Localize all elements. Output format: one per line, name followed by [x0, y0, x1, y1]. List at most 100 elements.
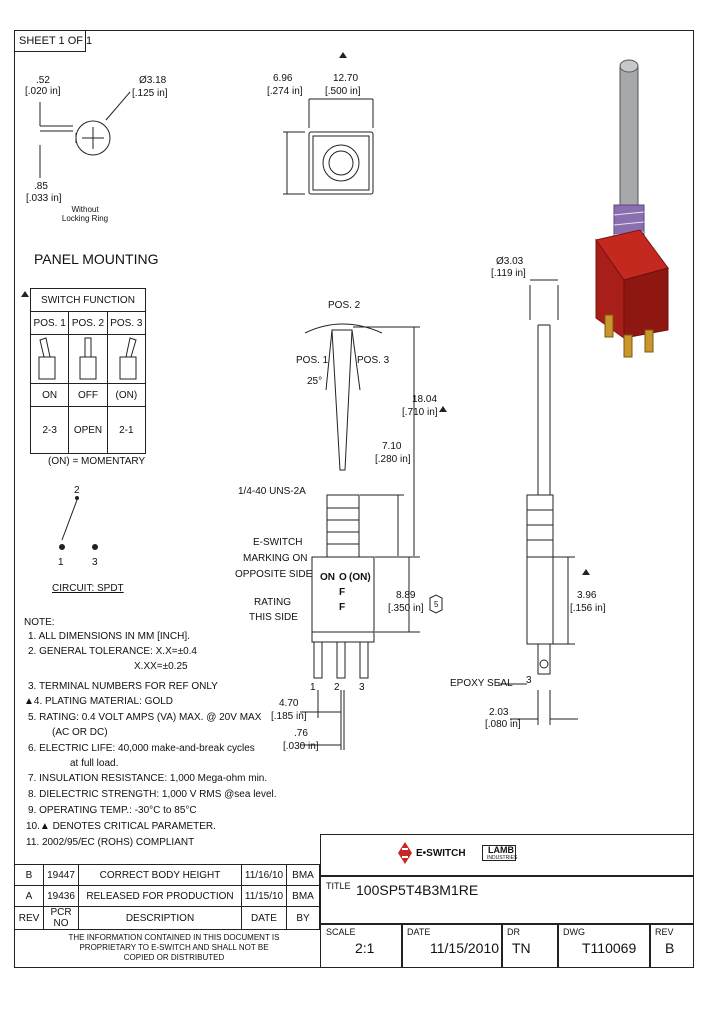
sheet-label: SHEET 1 OF 1	[19, 35, 93, 47]
dim-b: Ø3.18	[139, 75, 167, 86]
note-line: at full load.	[70, 758, 119, 769]
note-line: 10.▲ DENOTES CRITICAL PARAMETER.	[26, 821, 216, 832]
note-line: 5. RATING: 0.4 VOLT AMPS (VA) MAX. @ 20V…	[28, 712, 262, 723]
dim-height: 18.04	[412, 394, 438, 405]
rev-header: BY	[286, 906, 320, 930]
rev-cell: 11/15/10	[241, 885, 287, 907]
dim-a: .52	[36, 75, 50, 86]
scale-label: SCALE	[326, 927, 356, 937]
sheet-box	[14, 30, 86, 52]
rev-cell: CORRECT BODY HEIGHT	[78, 864, 242, 886]
notes-title: NOTE:	[24, 617, 55, 628]
rev-value: B	[665, 940, 675, 956]
note-line: 7. INSULATION RESISTANCE: 1,000 Mega-ohm…	[28, 773, 268, 784]
rev-cell: 11/16/10	[241, 864, 287, 886]
thread-label: 1/4-40 UNS-2A	[238, 486, 306, 497]
note-line: 8. DIELECTRIC STRENGTH: 1,000 V RMS @sea…	[28, 789, 277, 800]
rev-label: REV	[655, 927, 674, 937]
scale-cell	[320, 924, 402, 968]
revision-header-row: REV PCR NO DESCRIPTION DATE BY	[14, 906, 320, 930]
body-f1: F	[339, 587, 346, 598]
note-line: 1. ALL DIMENSIONS IN MM [INCH].	[28, 631, 190, 642]
note-line: X.XX=±0.25	[134, 661, 188, 672]
locking-ring-note: Without Locking Ring	[61, 205, 109, 223]
switch-render	[595, 59, 669, 358]
pos1-label: POS. 1	[296, 355, 329, 366]
dwg-label: DWG	[563, 927, 585, 937]
marking-line3: OPPOSITE SIDE	[235, 569, 313, 580]
pos2-label: POS. 2	[328, 300, 361, 311]
part-title: 100SP5T4B3M1RE	[356, 882, 479, 898]
panel-mounting-title: PANEL MOUNTING	[34, 251, 159, 267]
dim-height-in: [.710 in]	[402, 407, 438, 418]
dim-w: 12.70	[333, 73, 359, 84]
pos-3-header: POS. 3	[106, 311, 147, 335]
hex-label: 5	[434, 600, 439, 609]
term-3: 2-1	[106, 406, 147, 454]
side-dim-dia: Ø3.03	[496, 256, 524, 267]
side-dim-body-in: [.156 in]	[570, 603, 606, 614]
dr-value: TN	[512, 940, 531, 956]
dwg-cell	[558, 924, 650, 968]
state-1: ON	[29, 383, 70, 407]
title-label: TITLE	[326, 881, 351, 891]
circuit-t2: 2	[74, 485, 80, 496]
body-mom: (ON)	[349, 572, 371, 583]
dim-body-in: [.350 in]	[388, 603, 424, 614]
pos-2-header: POS. 2	[68, 311, 108, 335]
dr-label: DR	[507, 927, 520, 937]
note-line: 11. 2002/95/EC (ROHS) COMPLIANT	[26, 837, 195, 848]
epoxy-seal-label: EPOXY SEAL	[450, 678, 513, 689]
rev-cell: 19447	[43, 864, 79, 886]
note-line: (AC OR DC)	[52, 727, 108, 738]
side-dim-body: 3.96	[577, 590, 597, 601]
title-cell	[320, 876, 694, 924]
rev-cell: BMA	[286, 864, 320, 886]
dim-a-in: [.020 in]	[25, 86, 61, 97]
momentary-note: (ON) = MOMENTARY	[48, 456, 146, 467]
dim-body: 8.89	[396, 590, 416, 601]
dim-b-in: [.125 in]	[132, 88, 168, 99]
note-line: ▲4. PLATING MATERIAL: GOLD	[24, 696, 174, 707]
side-dim-term-in: [.080 in]	[485, 719, 521, 730]
rev-cell	[650, 924, 694, 968]
revision-row: B 19447 CORRECT BODY HEIGHT 11/16/10 BMA	[14, 864, 320, 886]
dwg-value: T110069	[582, 940, 637, 956]
dim-c: .85	[34, 181, 48, 192]
dim-pitch: 4.70	[279, 698, 299, 709]
term-2: OPEN	[68, 406, 108, 454]
marking-line2: MARKING ON	[243, 553, 308, 564]
rev-cell: RELEASED FOR PRODUCTION	[78, 885, 242, 907]
rev-header: DESCRIPTION	[78, 906, 242, 930]
dim-h-in: [.274 in]	[267, 86, 303, 97]
dim-c-in: [.033 in]	[26, 193, 62, 204]
switch-function-table: SWITCH FUNCTION POS. 1 POS. 2 POS. 3 ON …	[29, 288, 147, 454]
angle-label: 25°	[307, 376, 323, 387]
pos3-label: POS. 3	[357, 355, 390, 366]
front-t3: 3	[359, 682, 365, 693]
rev-header: REV	[14, 906, 44, 930]
rev-header: DATE	[241, 906, 287, 930]
dim-pitch-in: [.185 in]	[271, 711, 307, 722]
date-label: DATE	[407, 927, 431, 937]
rev-cell: 19436	[43, 885, 79, 907]
dr-cell	[502, 924, 558, 968]
circuit-label: CIRCUIT: SPDT	[52, 583, 124, 594]
circuit-t1: 1	[58, 557, 64, 568]
rev-cell: BMA	[286, 885, 320, 907]
brand-name: E•SWITCH	[416, 848, 466, 859]
dim-w-in: [.500 in]	[325, 86, 361, 97]
rev-cell: B	[14, 864, 44, 886]
note-line: 2. GENERAL TOLERANCE: X.X=±0.4	[28, 646, 197, 657]
pos-1-header: POS. 1	[29, 311, 70, 335]
side-dim-term: 2.03	[489, 707, 509, 718]
note-line: 6. ELECTRIC LIFE: 40,000 make-and-break …	[28, 743, 255, 754]
revision-row: A 19436 RELEASED FOR PRODUCTION 11/15/10…	[14, 885, 320, 907]
brand2-box	[482, 845, 516, 861]
brand-icon	[398, 842, 412, 864]
state-2: OFF	[68, 383, 108, 407]
rev-header: PCR NO	[43, 906, 79, 930]
rev-cell: A	[14, 885, 44, 907]
revision-table: B 19447 CORRECT BODY HEIGHT 11/16/10 BMA…	[14, 864, 320, 930]
